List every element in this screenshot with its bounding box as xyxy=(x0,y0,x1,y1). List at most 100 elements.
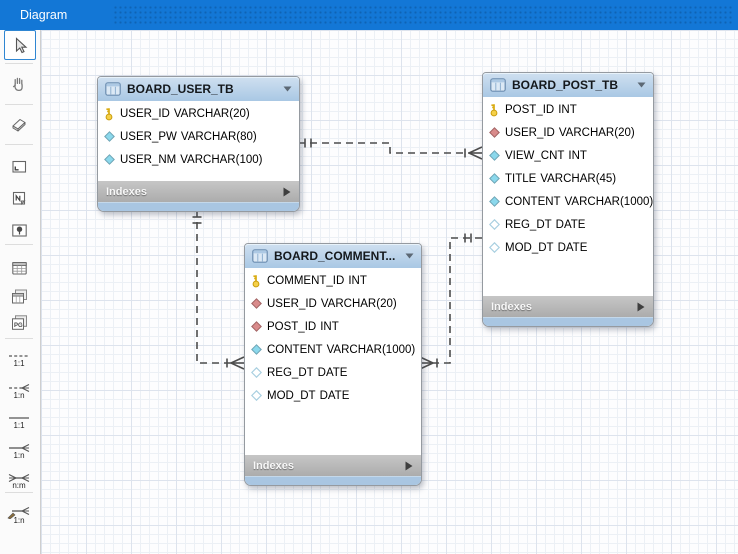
column-name: MOD_DT xyxy=(505,241,554,254)
table-bottom-strip xyxy=(98,202,299,211)
window-title: Diagram xyxy=(20,8,68,22)
table-body-spacer xyxy=(98,171,299,181)
tool-rel-1-n-non-identifying[interactable]: 1:n xyxy=(4,376,34,404)
column-type: VARCHAR(20) xyxy=(173,107,250,120)
primary-key-icon xyxy=(251,273,261,288)
tool-note[interactable] xyxy=(4,184,34,212)
column-type: INT xyxy=(320,320,339,333)
tool-rel-n-m-identifying[interactable]: n:m xyxy=(4,466,34,494)
diagram-tab[interactable]: Diagram xyxy=(0,0,738,30)
tool-layer[interactable] xyxy=(4,152,34,180)
column-type: INT xyxy=(568,149,587,162)
column-type: DATE xyxy=(557,241,588,254)
column-flag xyxy=(251,321,262,332)
tool-view[interactable] xyxy=(4,282,34,310)
column-name: POST_ID xyxy=(267,320,317,333)
column-flag xyxy=(489,127,500,138)
column-name: REG_DT xyxy=(267,366,314,379)
indexes-footer[interactable]: Indexes xyxy=(483,296,653,317)
column-name: POST_ID xyxy=(505,103,555,116)
tool-rel-1-n-existing[interactable]: 1:n xyxy=(4,501,34,529)
column-notnull-icon xyxy=(489,173,500,184)
column-name: USER_ID xyxy=(120,107,170,120)
primary-key-icon xyxy=(104,106,114,121)
tool-image[interactable] xyxy=(4,216,34,244)
table-icon xyxy=(252,249,268,263)
column-type: DATE xyxy=(555,218,586,231)
table-bottom-strip xyxy=(483,317,653,326)
rel-1n-existing-icon xyxy=(6,506,32,519)
rel-1n-dashed-icon xyxy=(6,382,32,394)
tool-label: 1:n xyxy=(13,450,25,460)
column-notnull-icon xyxy=(104,154,115,165)
column-name: TITLE xyxy=(505,172,537,185)
column-name: COMMENT_ID xyxy=(267,274,345,287)
collapse-arrow-icon[interactable] xyxy=(283,86,292,92)
column-flag xyxy=(251,390,262,401)
table-header[interactable]: BOARD_POST_TB xyxy=(483,73,653,98)
table-body-spacer xyxy=(245,407,421,455)
indexes-label: Indexes xyxy=(491,300,532,313)
cursor-icon xyxy=(10,35,30,55)
column-flag xyxy=(104,106,115,121)
routine-group-icon: PG xyxy=(9,312,29,332)
collapse-arrow-icon[interactable] xyxy=(405,253,414,259)
indexes-footer[interactable]: Indexes xyxy=(245,455,421,476)
table-header[interactable]: BOARD_COMMENT... xyxy=(245,244,421,269)
indexes-footer[interactable]: Indexes xyxy=(98,181,299,202)
relationship-board-user-tb-board-post-tb[interactable] xyxy=(298,138,483,160)
table-bottom-strip xyxy=(245,476,421,485)
rel-11-dashed-icon xyxy=(6,350,32,362)
column-flag xyxy=(489,173,500,184)
relationship-board-user-tb-board-comment-tb[interactable] xyxy=(192,210,245,370)
tool-rel-1-1-identifying[interactable]: 1:1 xyxy=(4,406,34,434)
column-flag xyxy=(251,298,262,309)
table-header[interactable]: BOARD_USER_TB xyxy=(98,77,299,102)
tool-rel-1-1-non-identifying[interactable]: 1:1 xyxy=(4,344,34,372)
expand-arrow-icon[interactable] xyxy=(283,187,291,197)
rel-1n-icon xyxy=(6,442,32,454)
tool-table[interactable] xyxy=(4,254,34,282)
tool-eraser[interactable] xyxy=(4,110,34,138)
tool-select[interactable] xyxy=(4,30,36,60)
column-type: VARCHAR(20) xyxy=(320,297,397,310)
relationship-board-post-tb-board-comment-tb[interactable] xyxy=(419,233,482,370)
tool-rel-1-n-identifying[interactable]: 1:n xyxy=(4,436,34,464)
tool-pan[interactable] xyxy=(4,70,34,98)
column-notnull-icon xyxy=(489,150,500,161)
tool-routine-group[interactable]: PG xyxy=(4,308,34,336)
column-notnull-icon xyxy=(251,344,262,355)
collapse-arrow-icon[interactable] xyxy=(637,82,646,88)
expand-arrow-icon[interactable] xyxy=(637,302,645,312)
foreign-key-icon xyxy=(251,298,262,309)
tool-label: 1:n xyxy=(13,516,25,525)
svg-text:PG: PG xyxy=(14,323,23,329)
toolbar-separator xyxy=(5,104,33,105)
expand-arrow-icon[interactable] xyxy=(405,461,413,471)
column-type: VARCHAR(80) xyxy=(180,130,257,143)
eraser-icon xyxy=(9,114,29,134)
indexes-label: Indexes xyxy=(253,459,294,472)
table-icon xyxy=(490,78,506,92)
